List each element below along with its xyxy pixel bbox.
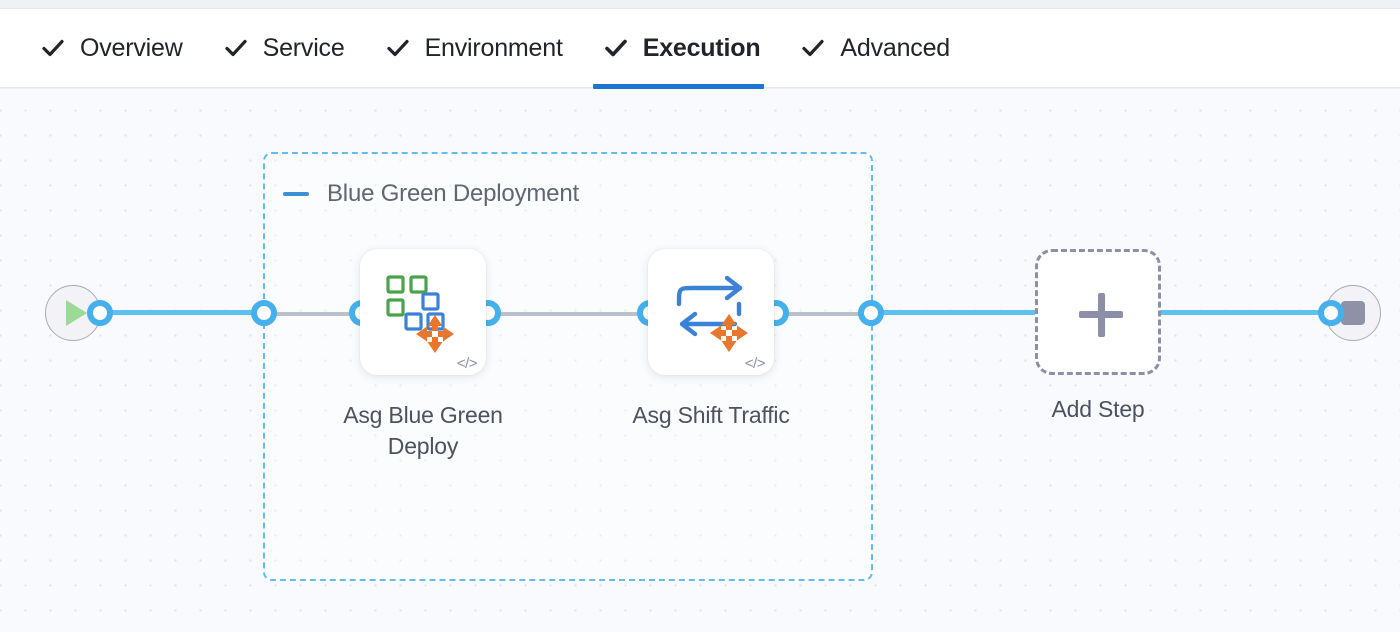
- minus-icon[interactable]: [283, 192, 309, 196]
- tab-advanced[interactable]: Advanced: [794, 8, 984, 88]
- step-card-asg-shift-traffic[interactable]: </>: [648, 249, 774, 375]
- check-icon: [800, 35, 826, 61]
- check-icon: [40, 35, 66, 61]
- code-badge-icon: </>: [456, 355, 478, 372]
- tab-label: Overview: [80, 33, 183, 62]
- asg-blue-green-deploy-icon: [360, 249, 486, 375]
- check-icon: [385, 35, 411, 61]
- stage-group-header: Blue Green Deployment: [283, 179, 579, 209]
- tab-overview[interactable]: Overview: [34, 8, 217, 88]
- connector-start[interactable]: [87, 300, 113, 326]
- asg-shift-traffic-icon: [648, 249, 774, 375]
- plus-icon-vertical: [1097, 293, 1105, 337]
- edge-step1-to-step2: [489, 312, 653, 316]
- tab-execution[interactable]: Execution: [592, 8, 795, 89]
- step-card-asg-blue-green-deploy[interactable]: </>: [360, 249, 486, 375]
- tab-label: Execution: [642, 33, 761, 62]
- add-step-label: Add Step: [1051, 396, 1145, 422]
- tab-service[interactable]: Service: [217, 8, 379, 88]
- stop-icon: [1341, 301, 1365, 325]
- tab-label: Service: [262, 33, 345, 62]
- play-icon: [66, 300, 87, 326]
- step-label-line1: Asg Shift Traffic: [632, 402, 790, 428]
- edge-step2-to-group: [777, 312, 873, 316]
- connector-group-in[interactable]: [251, 300, 277, 326]
- connector-end[interactable]: [1318, 300, 1344, 326]
- stage-group-blue-green-deployment[interactable]: [263, 152, 873, 581]
- edge-start-to-group: [103, 310, 267, 315]
- edge-group-to-addstep: [872, 310, 1037, 315]
- pipeline-end-node[interactable]: [1325, 285, 1381, 341]
- edge-addstep-to-end: [1159, 310, 1331, 315]
- step-label-line1: Asg Blue Green: [343, 402, 503, 428]
- step-label-asg-shift-traffic: Asg Shift Traffic: [606, 400, 816, 431]
- code-badge-icon: </>: [744, 355, 766, 372]
- step-label-asg-blue-green-deploy: Asg Blue Green Deploy: [318, 400, 528, 462]
- add-step-button[interactable]: [1035, 249, 1161, 375]
- edge-group-to-step1: [268, 312, 364, 316]
- step-label-line2: Deploy: [387, 433, 459, 460]
- connector-group-out[interactable]: [858, 300, 884, 326]
- tab-environment[interactable]: Environment: [379, 8, 597, 88]
- tab-label: Advanced: [840, 33, 950, 62]
- check-icon: [223, 35, 249, 61]
- tab-label: Environment: [424, 33, 563, 62]
- stage-group-title: Blue Green Deployment: [327, 180, 579, 207]
- pipeline-canvas[interactable]: Blue Green Deployment: [0, 89, 1400, 632]
- check-icon: [603, 35, 629, 61]
- stage-tab-bar: Overview Service Environment Execution A: [0, 8, 1400, 89]
